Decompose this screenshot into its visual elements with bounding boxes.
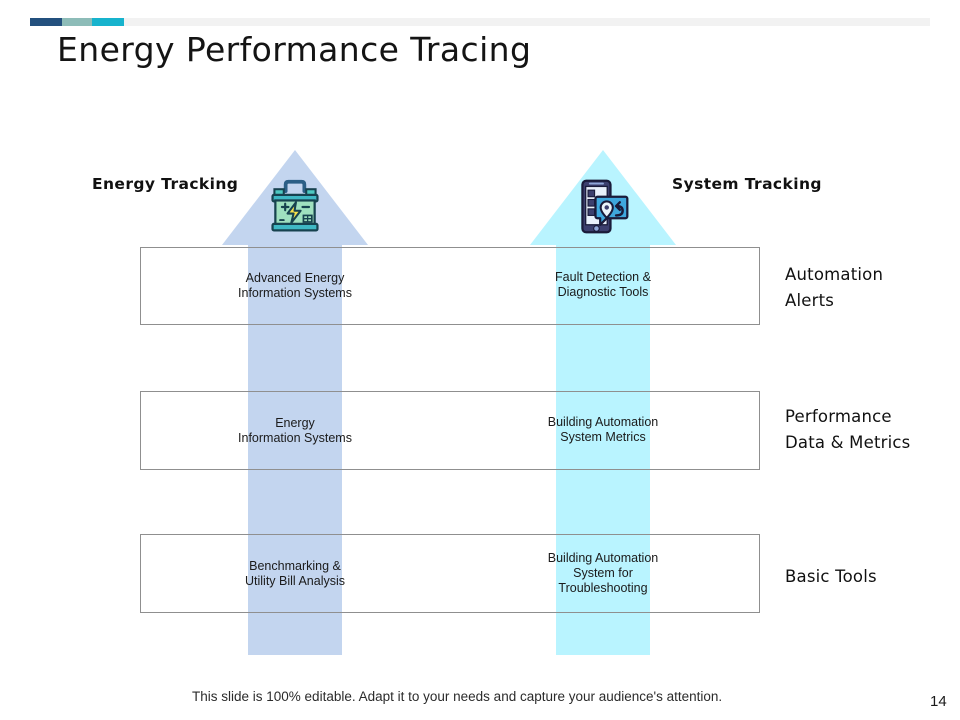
stage-line: Automation [785, 265, 884, 284]
page-title: Energy Performance Tracing [57, 30, 532, 69]
cell-line: Benchmarking & [249, 559, 341, 573]
header-rule [30, 18, 930, 26]
cell-line: Building Automation [547, 415, 659, 429]
cell-line: Utility Bill Analysis [244, 574, 346, 588]
cell-line: System Metrics [560, 430, 646, 444]
row-box [140, 391, 760, 470]
column-caption-system-tracking: System Tracking [672, 175, 822, 193]
arrow-body [248, 245, 342, 655]
header-accent-bar [30, 18, 124, 26]
mobile-location-icon [573, 178, 633, 236]
stage-line: Basic Tools [785, 567, 877, 586]
cell-system-row-3: Building Automation System for Troublesh… [528, 551, 678, 596]
page-number: 14 [930, 693, 947, 710]
cell-line: Diagnostic Tools [557, 285, 649, 299]
cell-line: System for [573, 566, 633, 580]
battery-icon [265, 178, 325, 236]
cell-line: Advanced Energy [245, 271, 345, 285]
cell-system-row-1: Fault Detection & Diagnostic Tools [528, 270, 678, 300]
row-box [140, 534, 760, 613]
cell-line: Energy [275, 416, 315, 430]
cell-line: Troubleshooting [558, 581, 648, 595]
stage-line: Performance [785, 407, 892, 426]
cell-line: Information Systems [238, 286, 352, 300]
system-tracking-arrow [530, 150, 676, 655]
energy-tracking-arrow [222, 150, 368, 655]
footer-note: This slide is 100% editable. Adapt it to… [192, 689, 723, 704]
stage-label-basic-tools: Basic Tools [785, 564, 960, 590]
cell-line: Fault Detection & [555, 270, 651, 284]
accent-segment-1 [30, 18, 62, 26]
column-caption-energy-tracking: Energy Tracking [92, 175, 239, 193]
cell-energy-row-3: Benchmarking & Utility Bill Analysis [220, 559, 370, 589]
stage-label-performance-data-metrics: Performance Data & Metrics [785, 404, 960, 456]
accent-segment-3 [92, 18, 124, 26]
cell-line: Building Automation [547, 551, 659, 565]
cell-line: Information Systems [238, 431, 352, 445]
arrow-body [556, 245, 650, 655]
stage-line: Data & Metrics [785, 433, 911, 452]
row-box [140, 247, 760, 325]
accent-segment-2 [62, 18, 92, 26]
cell-energy-row-1: Advanced Energy Information Systems [220, 271, 370, 301]
stage-label-automation-alerts: Automation Alerts [785, 262, 960, 314]
cell-energy-row-2: Energy Information Systems [220, 416, 370, 446]
cell-system-row-2: Building Automation System Metrics [528, 415, 678, 445]
stage-line: Alerts [785, 291, 835, 310]
